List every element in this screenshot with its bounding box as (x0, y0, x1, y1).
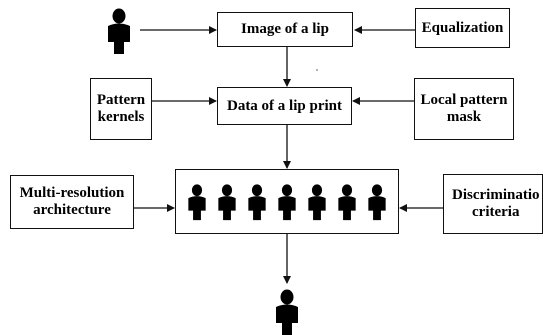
data-of-lip-print-label: Data of a lip print (226, 97, 342, 114)
pattern-kernels-box: Pattern kernels (90, 78, 152, 140)
pattern-kernels-label-line2: kernels (97, 109, 145, 125)
person-icon (248, 183, 266, 220)
person-icon (188, 183, 206, 220)
discrimination-criteria-box: Discriminatio criteria (443, 174, 543, 234)
discrimination-criteria-label-line2: criteria (472, 204, 520, 220)
person-icon (278, 183, 296, 220)
output-person-icon (276, 289, 298, 335)
person-icon (338, 183, 356, 220)
local-pattern-mask-label-line1: Local pattern (420, 92, 508, 108)
person-icon (308, 183, 326, 220)
data-of-lip-print-box: Data of a lip print (217, 87, 352, 125)
local-pattern-mask-label-line2: mask (446, 109, 482, 125)
multi-resolution-label-line1: Multi-resolution (19, 185, 125, 201)
image-of-lip-box: Image of a lip (217, 12, 353, 47)
image-of-lip-label: Image of a lip (241, 21, 329, 37)
people-group (186, 180, 388, 224)
multi-resolution-label-line2: architecture (33, 202, 111, 218)
discrimination-criteria-label-line1: Discriminatio (452, 187, 540, 203)
stray-dot (316, 69, 318, 71)
multi-resolution-box: Multi-resolution architecture (10, 175, 134, 229)
person-icon (218, 183, 236, 220)
equalization-label: Equalization (421, 19, 504, 36)
pattern-kernels-label-line1: Pattern (96, 92, 146, 108)
person-icon (368, 183, 386, 220)
people-group-box (175, 169, 399, 234)
local-pattern-mask-box: Local pattern mask (414, 78, 514, 140)
equalization-box: Equalization (415, 8, 510, 48)
input-person-icon (108, 8, 130, 54)
